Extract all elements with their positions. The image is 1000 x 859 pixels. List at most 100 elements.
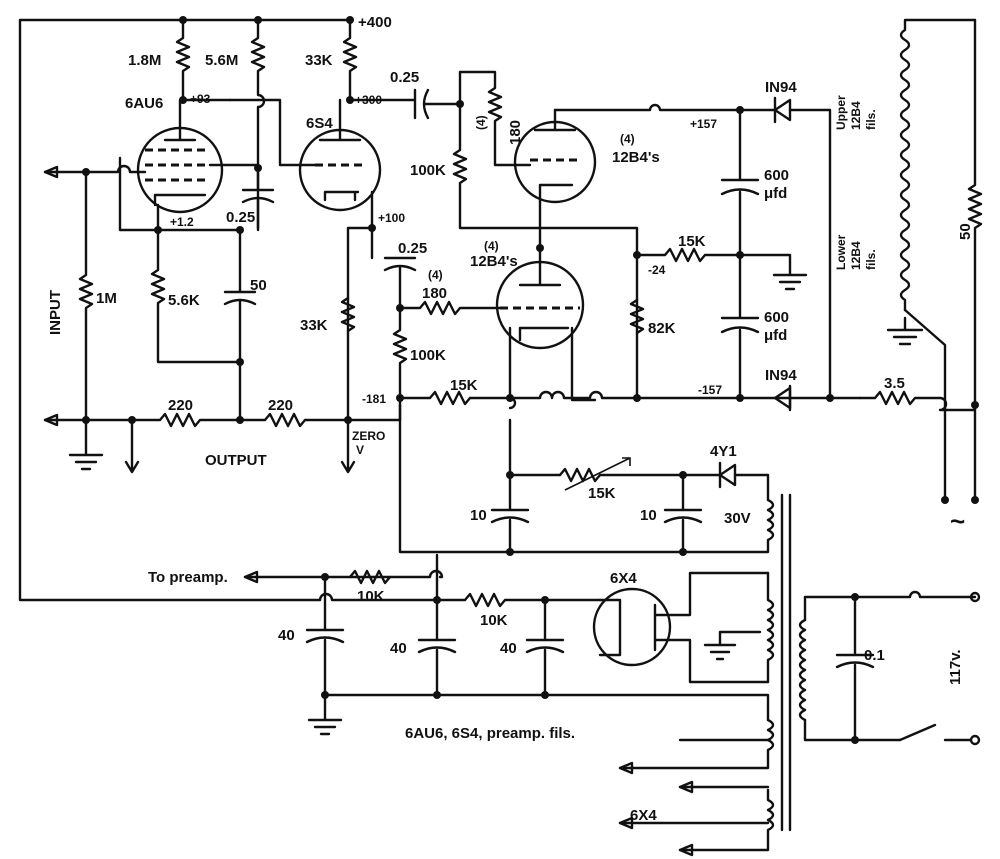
resistor-3-5: 3.5: [858, 375, 979, 412]
resistor-15k-bias: 15K -24: [635, 233, 808, 291]
resistor-33k-low-label: 33K: [300, 317, 328, 334]
diode-in94-bot-label: IN94: [765, 367, 797, 384]
resistor-1m-label: 1M: [96, 290, 117, 307]
capacitor-40b: 40: [390, 598, 457, 697]
capacitor-40c: 40: [500, 598, 565, 697]
tube-12b4-lower-label: 12B4's: [470, 253, 518, 270]
zero-label-1: ZERO: [352, 429, 385, 443]
primary-winding: 117v.: [798, 590, 981, 746]
supply-line: 10K: [318, 553, 602, 629]
capacitor-10b-label: 10: [640, 507, 657, 524]
resistor-100k-grid-label: 100K: [410, 347, 446, 364]
resistor-33k-top-label: 33K: [305, 52, 333, 69]
capacitor-0-25-top-label: 0.25: [390, 69, 419, 86]
resistor-10k-b-label: 10K: [480, 612, 508, 629]
voltage-117: 117v.: [947, 649, 964, 685]
resistor-180-mid-count: (4): [428, 268, 443, 282]
capacitor-0-1-label: 0.1: [864, 647, 885, 664]
diode-in94-top: IN94: [765, 79, 832, 400]
resistor-33k-low: 33K: [300, 296, 356, 334]
tube-6au6: 6AU6 +93: [125, 92, 224, 214]
resistor-1-8m-label: 1.8M: [128, 52, 161, 69]
resistor-3-5-label: 3.5: [884, 375, 905, 392]
capacitor-0-25-screen: 0.25: [226, 166, 275, 230]
resistor-1-8m: 1.8M: [128, 18, 232, 104]
resistor-82k-label: 82K: [648, 320, 676, 337]
capacitor-0-1: 0.1: [835, 595, 885, 742]
voltage-400: +400: [358, 14, 392, 31]
capacitor-40b-label: 40: [390, 640, 407, 657]
capacitor-600-top: 600 μfd: [720, 108, 789, 257]
resistor-1m: 1M: [78, 170, 117, 422]
hv-winding: [703, 571, 775, 684]
tube-12b4-upper-label: 12B4's: [612, 149, 660, 166]
resistor-100k-grid: 100K -181: [362, 306, 446, 422]
capacitor-0-25-low-label: 0.25: [398, 240, 427, 257]
voltage-30v: 30V: [724, 510, 751, 527]
resistor-220a-label: 220: [168, 397, 193, 414]
voltage-100: +100: [378, 211, 405, 225]
lower-fils-1: Lower: [834, 234, 848, 270]
resistor-180-mid-label: 180: [422, 285, 447, 302]
resistor-5-6k-label: 5.6K: [168, 292, 200, 309]
lower-fils-3: fils.: [864, 249, 878, 270]
resistor-180-top-count: (4): [474, 115, 488, 130]
capacitor-600-bot-label: 600: [764, 309, 789, 326]
voltage-157p: +157: [690, 117, 717, 131]
to-preamp-label: To preamp.: [148, 569, 228, 586]
transformer-core: [780, 493, 792, 832]
resistor-180-mid: (4) 180: [396, 268, 502, 316]
resistor-50-label: 50: [957, 223, 974, 240]
capacitor-600-top-label: 600: [764, 167, 789, 184]
fils-6x4-label: 6X4: [630, 807, 657, 824]
tube-12b4-lower-count: (4): [484, 239, 499, 253]
capacitor-50-label: 50: [250, 277, 267, 294]
tube-12b4-upper-count: (4): [620, 132, 635, 146]
capacitor-600-top-unit: μfd: [764, 185, 787, 202]
resistor-15k-var-label: 15K: [588, 485, 616, 502]
upper-fils-3: fils.: [864, 109, 878, 130]
tube-12b4-lower: (4) 12B4's: [470, 200, 597, 402]
voltage-157n: -157: [698, 383, 722, 397]
output-label: OUTPUT: [205, 452, 267, 469]
tube-6x4-label: 6X4: [610, 570, 637, 587]
ac-symbol: ~: [950, 506, 965, 536]
ground-return: 6AU6, 6S4, preamp. fils.: [307, 691, 770, 742]
voltage-1-2: +1.2: [170, 215, 194, 229]
output-ground-line: 220 220 OUTPUT: [43, 397, 402, 474]
fil-winding-2: 6X4: [618, 788, 775, 857]
capacitor-50: 50: [223, 228, 267, 422]
capacitor-40a-label: 40: [278, 627, 295, 644]
voltage-93: +93: [190, 92, 211, 106]
capacitor-10b: 10: [640, 473, 703, 556]
resistor-180-top-label: 180: [507, 120, 524, 145]
capacitor-40a: 40: [278, 575, 345, 697]
diode-in94-top-label: IN94: [765, 79, 797, 96]
resistor-180-top: (4) 180: [456, 70, 532, 167]
zero-label-2: V: [356, 443, 364, 457]
upper-fils-2: 12B4: [849, 101, 863, 130]
resistor-100k-left: 100K: [410, 102, 641, 400]
resistor-50: 50: [957, 18, 983, 502]
cathode-node: +1.2: [154, 203, 244, 234]
upper-fils-1: Upper: [834, 95, 848, 130]
resistor-10k-a-label: 10K: [357, 588, 385, 605]
bias-supply: 15K 4Y1 30V: [398, 403, 775, 554]
input-grid-wire: [43, 156, 242, 232]
capacitor-10a: 10: [470, 473, 530, 556]
capacitor-10a-label: 10: [470, 507, 487, 524]
fil-winding-1: [618, 718, 775, 794]
resistor-33k-top: 33K +400: [305, 14, 392, 102]
plate-node-300: +300 0.25: [346, 69, 462, 120]
tube-6au6-label: 6AU6: [125, 95, 163, 112]
voltage-181: -181: [362, 392, 386, 406]
tube-6s4-label: 6S4: [306, 115, 333, 132]
ac-terminal: ~: [941, 496, 979, 536]
input-label: INPUT: [47, 290, 64, 335]
capacitor-0-25-low: 0.25: [370, 226, 427, 310]
filament-string: Upper 12B4 fils. Lower 12B4 fils.: [834, 18, 977, 502]
diode-4y1-label: 4Y1: [710, 443, 737, 460]
resistor-100k-left-label: 100K: [410, 162, 446, 179]
voltage-300: +300: [355, 93, 382, 107]
